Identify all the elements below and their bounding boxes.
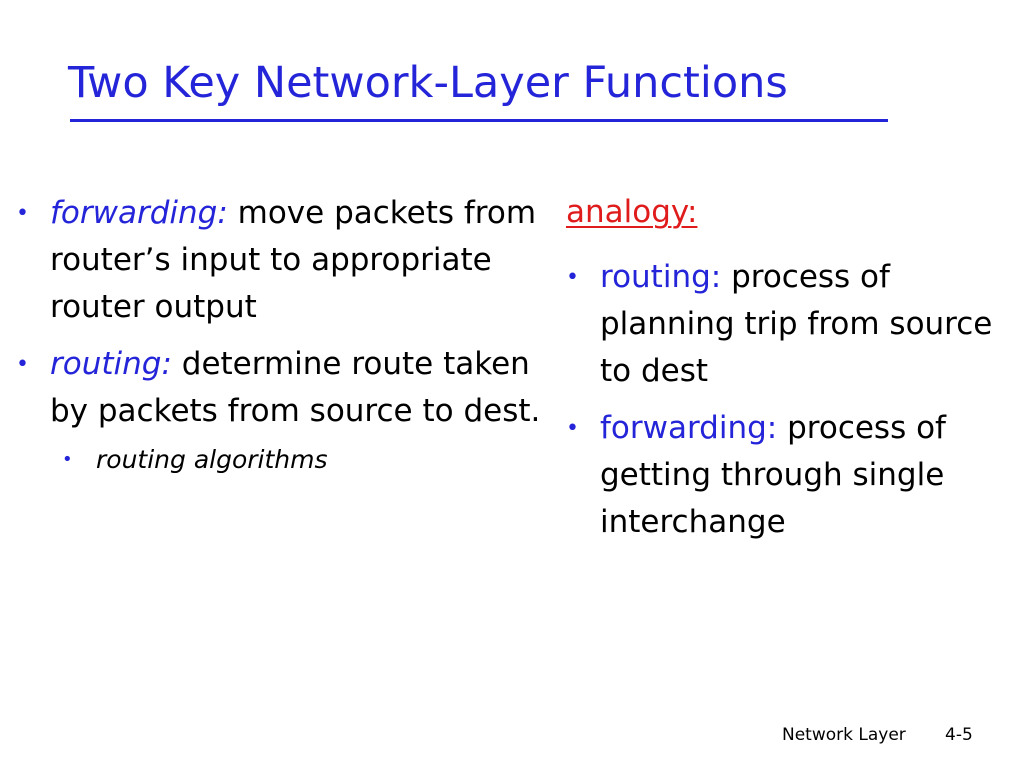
- bullet-text: process of planning trip from source to …: [600, 259, 993, 389]
- slide-title: Two Key Network-Layer Functions: [68, 58, 788, 108]
- bullet-marker: •: [566, 265, 579, 290]
- bullet-text: process of getting through single interc…: [600, 410, 946, 540]
- bullet-forwarding: • forwarding: move packets from router’s…: [16, 190, 546, 331]
- bullet-marker: •: [16, 201, 29, 226]
- bullet-marker: •: [16, 352, 29, 377]
- footer-label: Network Layer: [782, 725, 906, 745]
- sub-bullet-routing-algorithms: • routing algorithms: [16, 443, 546, 477]
- right-bullet-list: • routing: process of planning trip from…: [566, 254, 1006, 546]
- bullet-term: forwarding:: [50, 195, 228, 231]
- bullet-term: routing:: [600, 259, 722, 295]
- page-number: 4-5: [945, 725, 973, 745]
- analogy-heading: analogy:: [566, 194, 698, 230]
- bullet-analogy-routing: • routing: process of planning trip from…: [566, 254, 1006, 395]
- right-column: analogy: • routing: process of planning …: [566, 190, 1006, 556]
- sub-bullet-list: • routing algorithms: [16, 443, 546, 477]
- left-bullet-list: • forwarding: move packets from router’s…: [16, 190, 546, 487]
- bullet-routing: • routing: determine route taken by pack…: [16, 341, 546, 477]
- bullet-analogy-forwarding: • forwarding: process of getting through…: [566, 405, 1006, 546]
- bullet-marker: •: [566, 416, 579, 441]
- title-underline: [70, 119, 888, 122]
- bullet-text: determine route taken by packets from so…: [50, 346, 541, 429]
- bullet-text: move packets from router’s input to appr…: [50, 195, 537, 325]
- bullet-term: routing:: [50, 346, 172, 382]
- sub-bullet-marker: •: [62, 449, 73, 470]
- bullet-term: forwarding:: [600, 410, 778, 446]
- sub-bullet-text: routing algorithms: [96, 445, 328, 474]
